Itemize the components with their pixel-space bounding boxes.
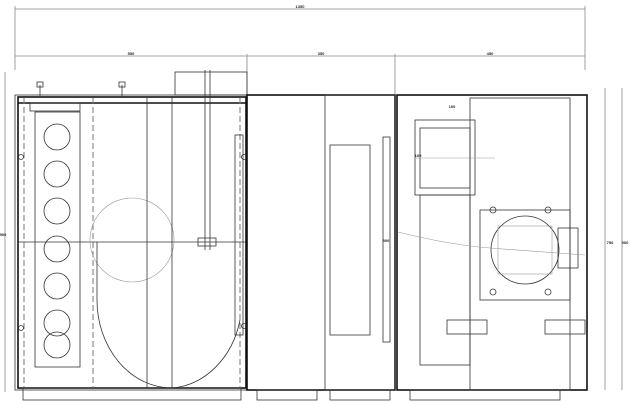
dim-left-height: 900 [0, 232, 7, 237]
dim-left: 550 [128, 51, 135, 56]
dim-right-inner: 750 [607, 240, 614, 245]
dim-box-width: 100 [449, 104, 456, 109]
dim-middle-panel: 500 [383, 238, 390, 243]
left-section [14, 70, 248, 401]
dim-right-outer: 900 [622, 240, 629, 245]
dim-middle: 350 [318, 51, 325, 56]
dim-right: 450 [487, 51, 494, 56]
middle-section [246, 94, 396, 401]
dimension-lines [4, 6, 623, 392]
dim-box-height: 100 [415, 153, 422, 158]
right-section [396, 94, 588, 401]
fan-coils [43, 123, 71, 359]
dim-overall: 1350 [296, 4, 306, 9]
